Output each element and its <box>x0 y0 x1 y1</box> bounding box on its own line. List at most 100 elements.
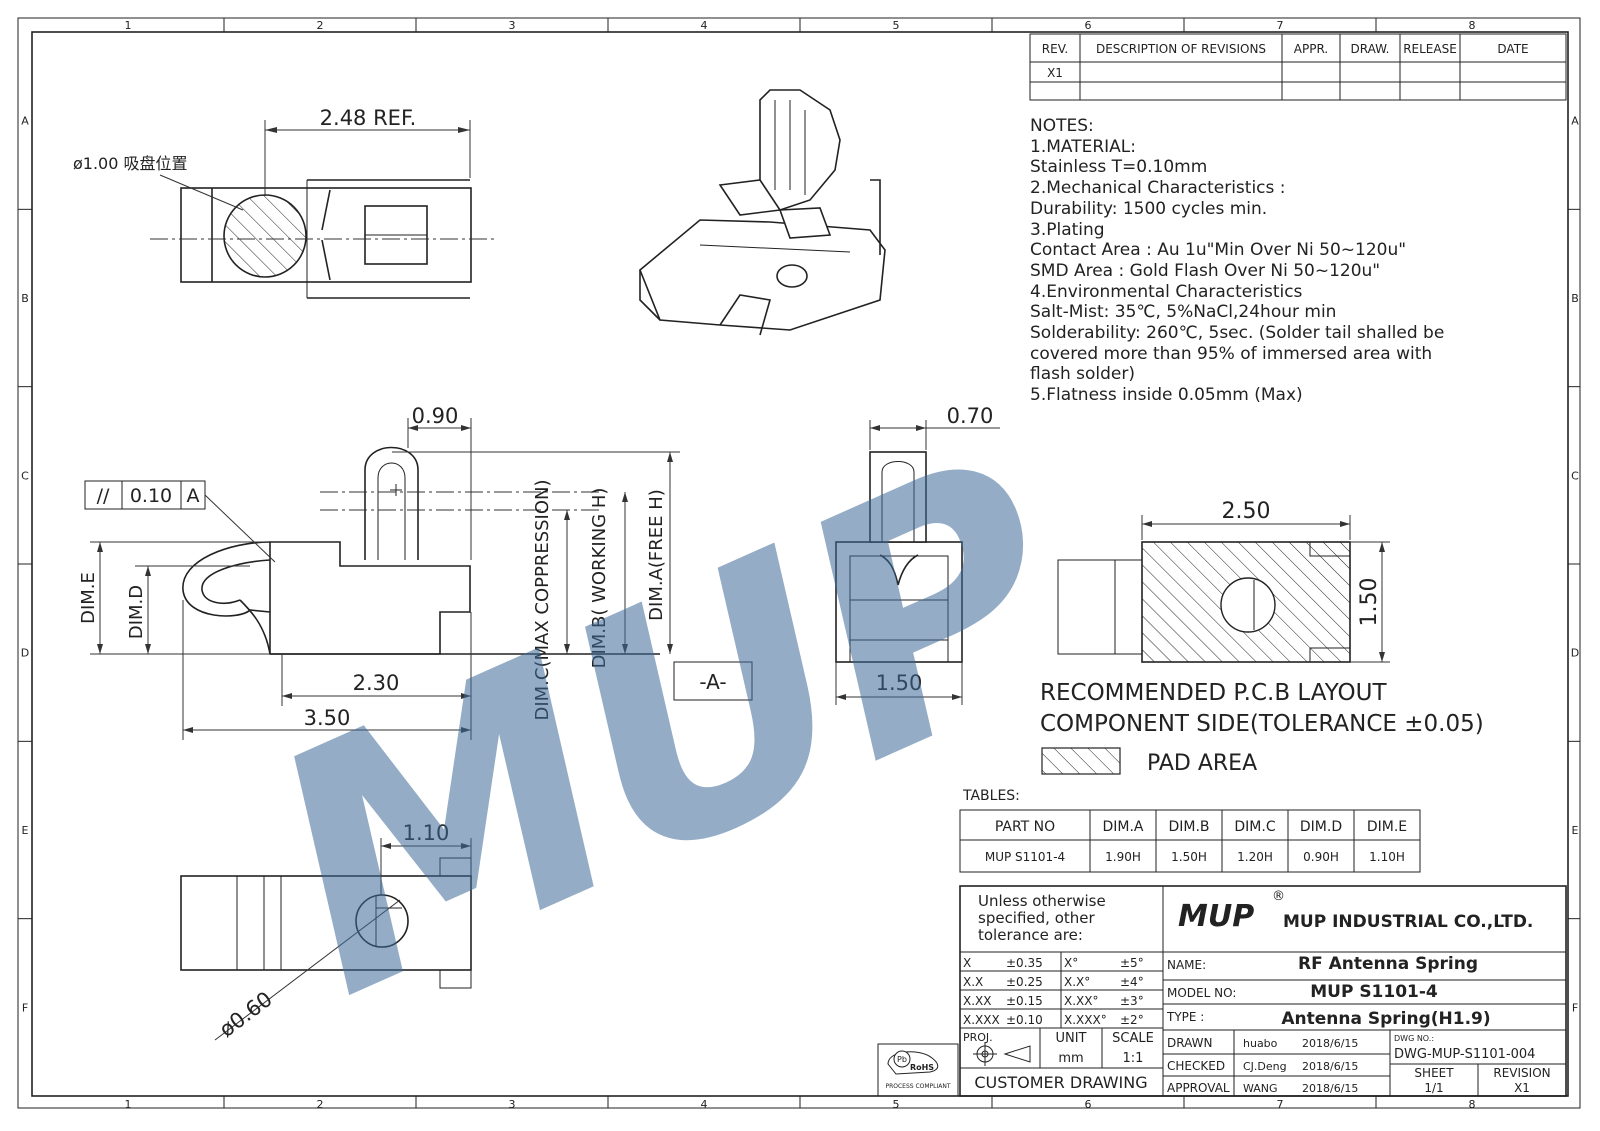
note-line: 2.Mechanical Characteristics : <box>1030 178 1286 199</box>
rohs-pb-mark: Pb <box>897 1055 907 1064</box>
note-line: Solderability: 260℃, 5sec. (Solder tail … <box>1030 323 1445 344</box>
grid-col-label: 1 <box>125 19 132 32</box>
tolerance-cell: ±0.25 <box>1006 975 1043 989</box>
tolerance-cell: ±3° <box>1120 994 1144 1008</box>
note-line: Stainless T=0.10mm <box>1030 157 1208 178</box>
dim-c: DIM.C(MAX COPPRESSION) <box>532 479 553 720</box>
dim-e: DIM.E <box>78 572 99 624</box>
dim-248-ref: 2.48 REF. <box>320 106 417 130</box>
tolerance-cell: ±0.35 <box>1006 956 1043 970</box>
grid-row-label: E <box>1572 824 1579 837</box>
grid-row-label: B <box>1571 292 1579 305</box>
dwg-value: DWG-MUP-S1101-004 <box>1394 1047 1535 1062</box>
tolerance-note-3: tolerance are: <box>978 926 1083 944</box>
tolerance-cell: ±5° <box>1120 956 1144 970</box>
note-line: 4.Environmental Characteristics <box>1030 281 1303 302</box>
grid-col-label: 8 <box>1469 19 1476 32</box>
datum-a: -A- <box>699 670 726 694</box>
dim-td-d: 0.90H <box>1303 850 1339 864</box>
rev-row-rev: X1 <box>1047 66 1063 80</box>
note-line: covered more than 95% of immersed area w… <box>1030 343 1433 364</box>
note-line: 5.Flatness inside 0.05mm (Max) <box>1030 385 1303 406</box>
top-view: 2.48 REF. ø1.00 吸盘位置 <box>73 106 495 299</box>
rev-header-rev: REV. <box>1042 42 1068 56</box>
grid-col-label: 3 <box>509 1098 516 1111</box>
grid-row-label: B <box>21 292 29 305</box>
customer-drawing: CUSTOMER DRAWING <box>974 1073 1147 1092</box>
revision-value: X1 <box>1514 1081 1530 1095</box>
checked-date: 2018/6/15 <box>1302 1060 1358 1073</box>
drawn-date: 2018/6/15 <box>1302 1037 1358 1050</box>
dim-060: ø0.60 <box>215 987 277 1042</box>
grid-col-label: 1 <box>125 1098 132 1111</box>
dim-td-a: 1.90H <box>1105 850 1141 864</box>
unit-value: mm <box>1058 1051 1083 1066</box>
dim-090: 0.90 <box>412 404 459 428</box>
name-value: RF Antenna Spring <box>1298 954 1478 974</box>
dwg-label: DWG NO.: <box>1394 1034 1434 1043</box>
note-line: Contact Area : Au 1u"Min Over Ni 50~120u… <box>1030 240 1407 261</box>
pcb-title-line1: RECOMMENDED P.C.B LAYOUT <box>1040 680 1387 706</box>
tolerance-cell: ±0.15 <box>1006 994 1043 1008</box>
checked-by: CJ.Deng <box>1243 1060 1287 1073</box>
rohs-caption: PROCESS COMPLIANT <box>885 1083 950 1090</box>
flatness-symbol: // <box>97 485 110 507</box>
rohs-icon: Pb RoHS <box>887 1050 939 1075</box>
dim-a: DIM.A(FREE H) <box>646 489 667 621</box>
dim-td-b: 1.50H <box>1171 850 1207 864</box>
grid-row-label: D <box>21 647 29 660</box>
dim-table: TABLES: PART NO DIM.A DIM.B DIM.C DIM.D … <box>959 788 1421 873</box>
grid-col-label: 7 <box>1277 1098 1284 1111</box>
sheet-value: 1/1 <box>1424 1081 1443 1095</box>
scale-label: SCALE <box>1112 1031 1154 1046</box>
tolerance-cell: X.XX° <box>1064 994 1098 1008</box>
grid-col-label: 7 <box>1277 19 1284 32</box>
dim-150-side: 1.50 <box>876 671 923 695</box>
dim-110: 1.10 <box>403 821 450 845</box>
rohs-badge <box>877 1043 959 1097</box>
tolerance-cell: ±4° <box>1120 975 1144 989</box>
type-value: Antenna Spring(H1.9) <box>1281 1009 1490 1029</box>
tolerance-cell: X° <box>1064 956 1078 970</box>
flatness-value: 0.10 <box>130 485 172 507</box>
note-line: SMD Area : Gold Flash Over Ni 50~120u" <box>1030 260 1381 281</box>
grid-col-label: 8 <box>1469 1098 1476 1111</box>
side-view: 0.70 1.50 <box>835 404 1000 705</box>
rev-header-appr: APPR. <box>1294 42 1328 56</box>
pad-area-label: PAD AREA <box>1147 751 1257 776</box>
note-line: Durability: 1500 cycles min. <box>1030 198 1268 219</box>
registered-mark: ® <box>1272 889 1285 904</box>
title-block: Unless otherwise specified, other tolera… <box>877 885 1567 1097</box>
grid-col-label: 5 <box>893 1098 900 1111</box>
company-name: MUP INDUSTRIAL CO.,LTD. <box>1283 912 1533 932</box>
grid-row-label: C <box>21 469 29 482</box>
dim-230: 2.30 <box>353 671 400 695</box>
company-logo: MUP <box>1178 899 1254 934</box>
revision-label: REVISION <box>1493 1066 1550 1080</box>
grid-row-label: F <box>22 1001 28 1014</box>
tables-caption: TABLES: <box>962 788 1020 804</box>
note-line: 1.MATERIAL: <box>1030 136 1136 157</box>
note-line: flash solder) <box>1030 364 1136 385</box>
grid-row-label: E <box>22 824 29 837</box>
name-label: NAME: <box>1167 958 1206 972</box>
grid-col-label: 3 <box>509 19 516 32</box>
grid-col-label: 2 <box>317 1098 324 1111</box>
unit-label: UNIT <box>1055 1031 1086 1046</box>
approval-by: WANG <box>1243 1082 1278 1095</box>
dim-th-c: DIM.C <box>1234 819 1275 835</box>
grid-row-label: D <box>1571 647 1579 660</box>
model-label: MODEL NO: <box>1167 986 1236 1000</box>
grid-col-label: 6 <box>1085 19 1092 32</box>
dim-250: 2.50 <box>1222 499 1271 524</box>
scale-value: 1:1 <box>1123 1051 1144 1066</box>
drawn-by: huabo <box>1243 1037 1278 1050</box>
dim-th-d: DIM.D <box>1300 819 1342 835</box>
proj-label: PROJ. <box>963 1031 993 1044</box>
tolerance-cell: ±2° <box>1120 1013 1144 1027</box>
outer-frame <box>17 17 1581 1109</box>
dim-td-part: MUP S1101-4 <box>985 850 1065 864</box>
